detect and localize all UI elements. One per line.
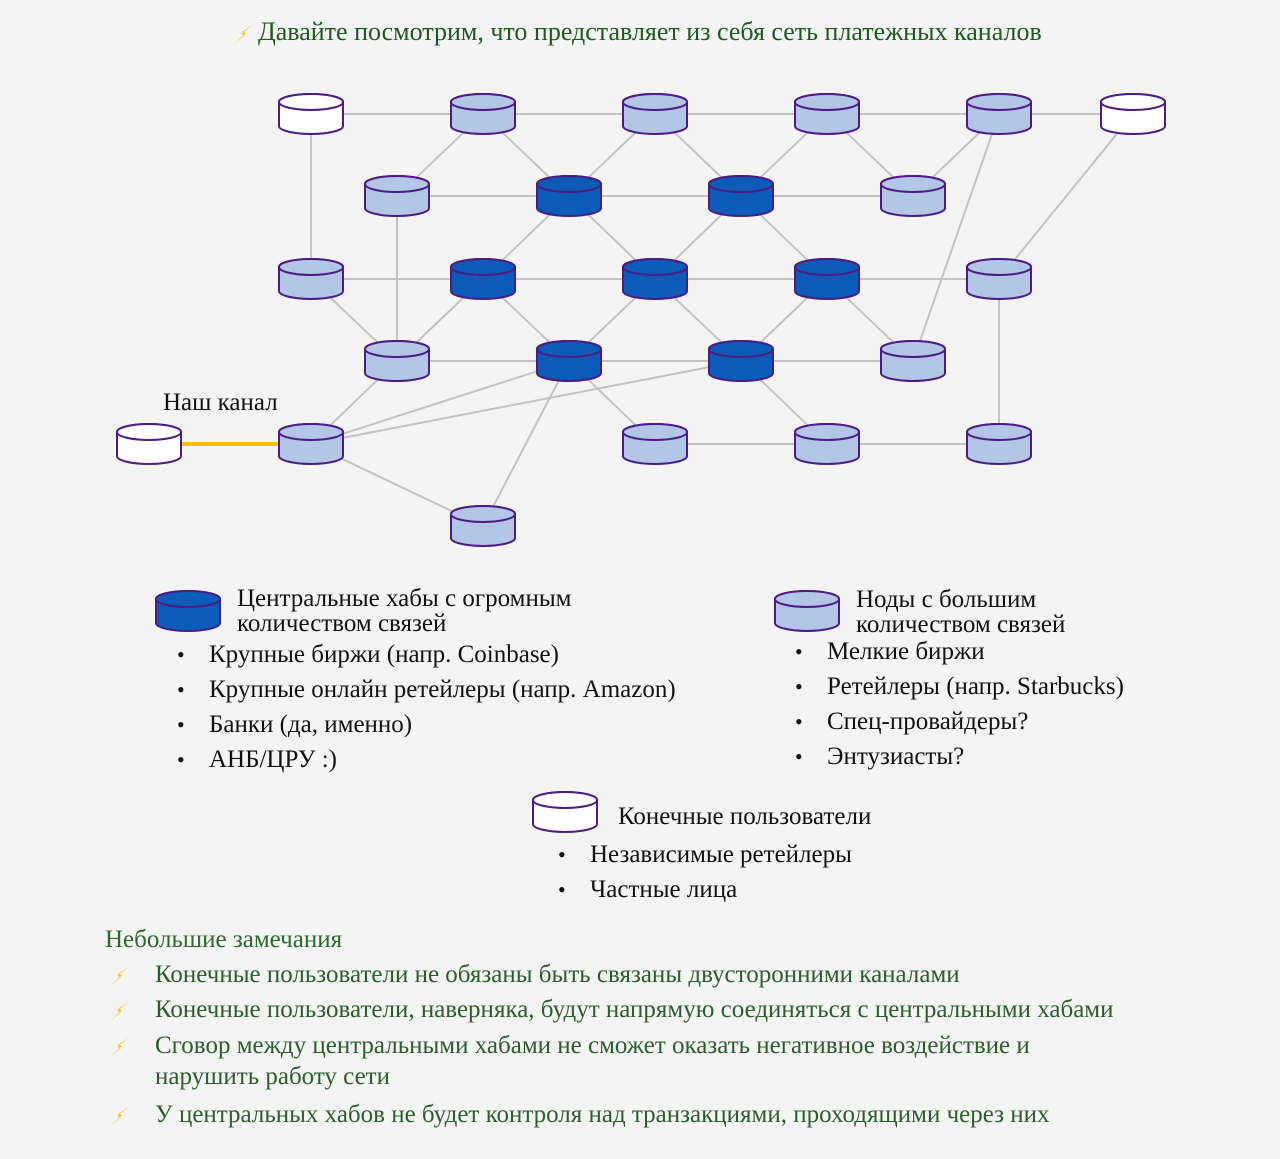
end-user-node	[1100, 93, 1166, 135]
connected-node	[278, 423, 344, 465]
node-legend-icon	[774, 590, 840, 632]
central-hub-node	[794, 258, 860, 300]
users-legend-list: Независимые ретейлеры Частные лица	[558, 837, 852, 907]
central-hub-node	[450, 258, 516, 300]
list-item: Банки (да, именно)	[177, 707, 676, 742]
nodes-legend-list: Мелкие биржи Ретейлеры (напр. Starbucks)…	[795, 634, 1124, 774]
legend-icons	[155, 590, 840, 833]
hubs-legend-heading: Центральные хабы с огромным количеством …	[237, 586, 571, 636]
note-text-continuation: нарушить работу сети	[155, 1063, 390, 1090]
lightning-bolt-icon	[110, 1001, 130, 1021]
central-hub-node	[536, 175, 602, 217]
connected-node	[364, 175, 430, 217]
channel-edge	[998, 113, 1134, 280]
list-item: Крупные онлайн ретейлеры (напр. Amazon)	[177, 672, 676, 707]
our-channel-label: Наш канал	[163, 389, 278, 416]
connected-node	[450, 93, 516, 135]
hubs-heading-line1: Центральные хабы с огромным	[237, 585, 572, 612]
channel-edge	[912, 113, 1000, 362]
lightning-bolt-icon	[110, 1106, 130, 1126]
connected-node	[966, 423, 1032, 465]
list-item: АНБ/ЦРУ :)	[177, 742, 676, 777]
lightning-bolt-icon	[110, 966, 130, 986]
end-user-node	[116, 423, 182, 465]
lightning-bolt-icon	[234, 24, 254, 44]
nodes-heading-line2: количеством связей	[856, 611, 1066, 638]
end-user-node	[278, 93, 344, 135]
connected-node	[364, 340, 430, 382]
list-item: Ретейлеры (напр. Starbucks)	[795, 669, 1124, 704]
connected-node	[622, 423, 688, 465]
note-text: Конечные пользователи, наверняка, будут …	[155, 996, 1114, 1023]
list-item: Крупные биржи (напр. Coinbase)	[177, 637, 676, 672]
connected-node	[966, 93, 1032, 135]
connected-node	[794, 423, 860, 465]
note-text: Конечные пользователи не обязаны быть св…	[155, 961, 960, 988]
hubs-legend-list: Крупные биржи (напр. Coinbase) Крупные о…	[177, 637, 676, 777]
connected-node	[622, 93, 688, 135]
hubs-heading-line2: количеством связей	[237, 610, 447, 637]
central-hub-node	[622, 258, 688, 300]
connected-node	[450, 505, 516, 547]
connected-node	[880, 175, 946, 217]
lightning-bolt-icon	[110, 1037, 130, 1057]
list-item: Спец-провайдеры?	[795, 704, 1124, 739]
connected-node	[966, 258, 1032, 300]
central-hub-node	[708, 175, 774, 217]
user-legend-icon	[532, 791, 598, 833]
nodes-legend-heading: Ноды с большим количеством связей	[856, 587, 1065, 637]
channel-edge	[310, 360, 742, 445]
notes-title: Небольшие замечания	[105, 926, 343, 953]
channel-edge	[310, 360, 570, 445]
network-nodes	[116, 93, 1166, 547]
list-item: Энтузиасты?	[795, 739, 1124, 774]
connected-node	[278, 258, 344, 300]
central-hub-node	[536, 340, 602, 382]
note-text: У центральных хабов не будет контроля на…	[155, 1101, 1050, 1128]
list-item: Независимые ретейлеры	[558, 837, 852, 872]
channel-edge	[482, 360, 570, 527]
page-title: Давайте посмотрим, что представляет из с…	[258, 17, 1042, 46]
hub-legend-icon	[155, 590, 221, 632]
nodes-heading-line1: Ноды с большим	[856, 586, 1037, 613]
list-item: Мелкие биржи	[795, 634, 1124, 669]
list-item: Частные лица	[558, 872, 852, 907]
users-legend-heading: Конечные пользователи	[618, 803, 872, 830]
connected-node	[880, 340, 946, 382]
connected-node	[794, 93, 860, 135]
note-text: Сговор между центральными хабами не смож…	[155, 1032, 1030, 1059]
central-hub-node	[708, 340, 774, 382]
